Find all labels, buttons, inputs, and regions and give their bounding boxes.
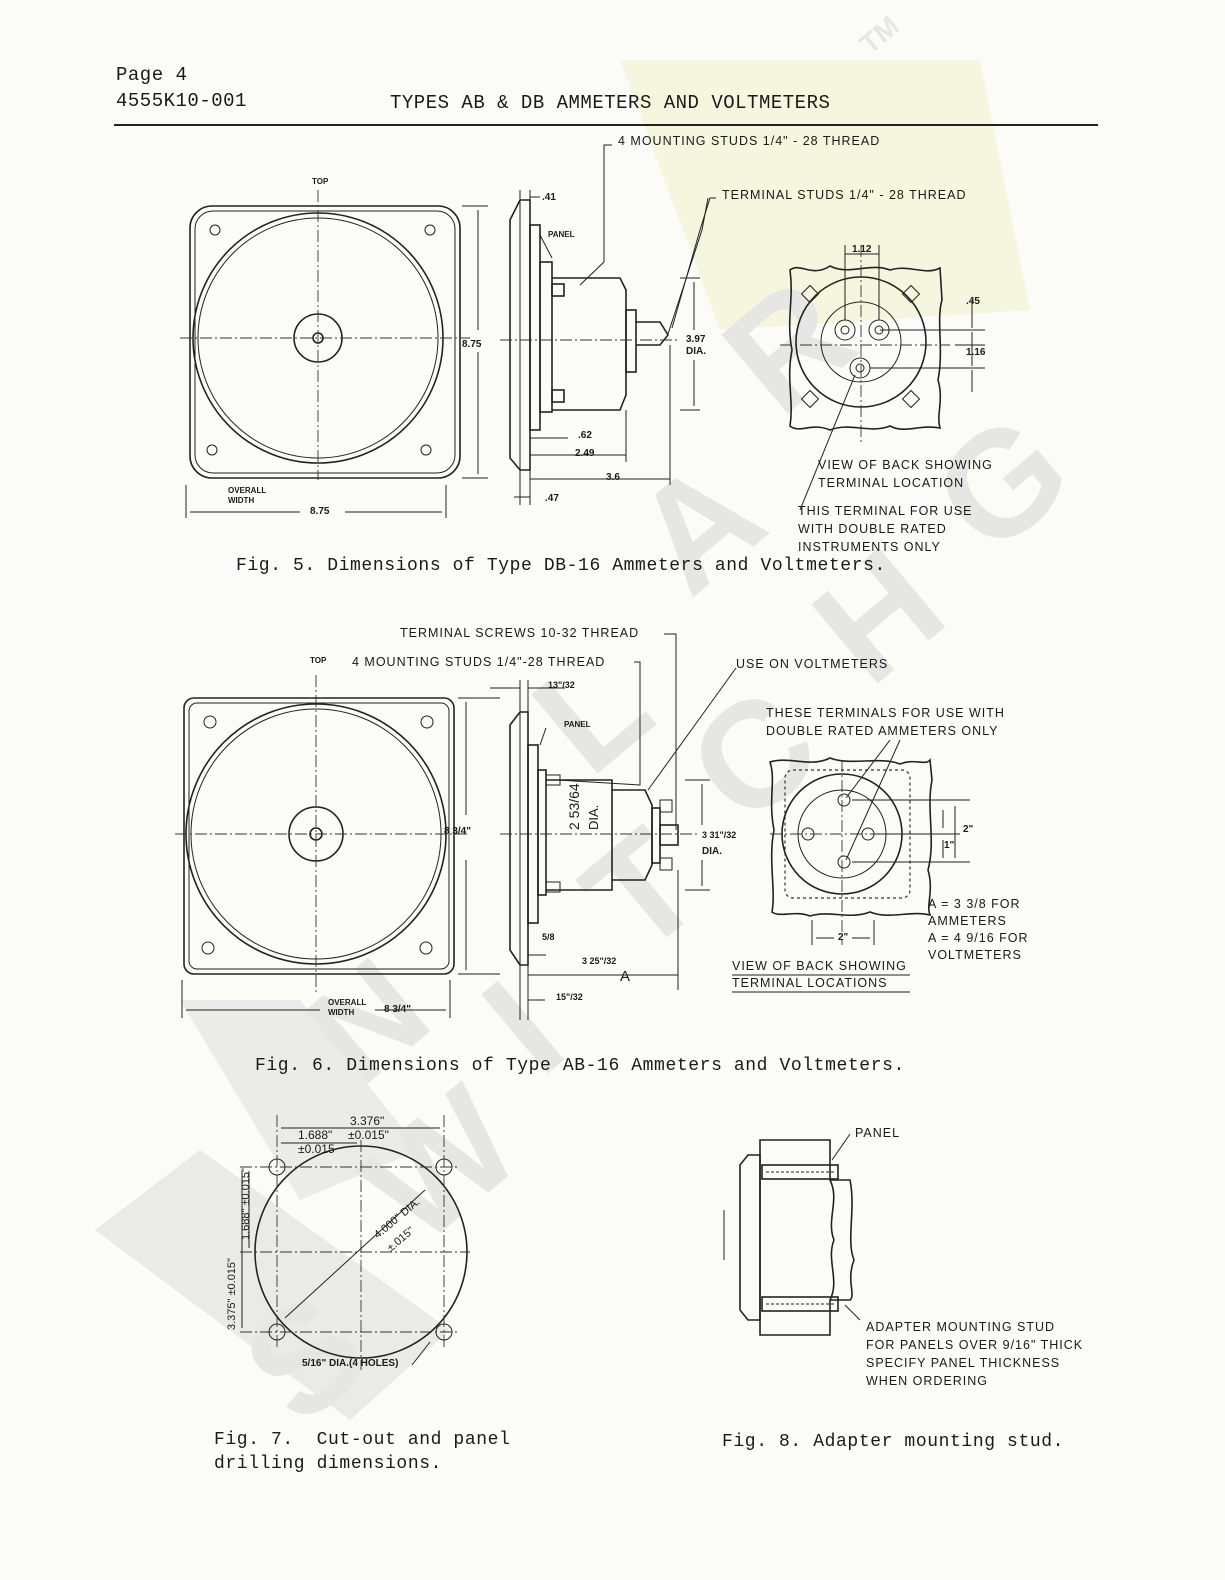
fig6-dim-32532: 3 25"/32 [582,956,617,966]
fig6-callout-mounting-studs: 4 MOUNTING STUDS 1/4"-28 THREAD [352,655,606,669]
fig7-dim-1688: 1.688" [298,1128,333,1142]
fig6-dim-33132: 3 31"/32 [702,830,737,840]
fig6-dim-1in: 1" [944,840,955,851]
fig6-dim-1332: 13"/32 [548,680,575,690]
fig5-callout-mounting-studs: 4 MOUNTING STUDS 1/4" - 28 THREAD [618,134,881,148]
fig5-dim-height: 8.75 [462,339,482,350]
fig7-holes-label: 5/16" DIA.(4 HOLES) [302,1358,399,1369]
fig5-panel-label: PANEL [548,230,575,239]
fig6-dim-1532: 15"/32 [556,992,583,1002]
fig8-caption: Fig. 8. Adapter mounting stud. [722,1432,1065,1452]
fig5-view-back-label: VIEW OF BACK SHOWING TERMINAL LOCATION [818,458,993,490]
fig5-dim-width: 8.75 [310,506,330,517]
fig6-dim-width: 8 3/4" [384,1004,411,1015]
page-number: Page 4 [116,64,188,86]
fig5-top-label: TOP [312,177,329,186]
header-rule [114,124,1098,126]
fig6-dim-2in-bottom: 2" [838,932,849,943]
fig5-dim-62: .62 [578,430,592,441]
fig5-dim-45: .45 [966,296,980,307]
fig8-note: ADAPTER MOUNTING STUD FOR PANELS OVER 9/… [866,1320,1084,1388]
fig5-dim-41: .41 [542,192,556,203]
fig6-callout-voltmeters: USE ON VOLTMETERS [736,657,889,671]
fig5-dim-249: 2.49 [575,448,595,459]
fig6-dim-height: 8 3/4" [444,826,471,837]
fig5-dim-dia: DIA. [686,346,706,357]
fig6-top-label: TOP [310,656,327,665]
fig5-caption: Fig. 5. Dimensions of Type DB-16 Ammeter… [236,556,886,576]
fig5-overall-width-label: OVERALL WIDTH [228,486,267,505]
fig6-double-rated-note: THESE TERMINALS FOR USE WITH DOUBLE RATE… [766,706,1005,738]
fig6-view-back-label: VIEW OF BACK SHOWING TERMINAL LOCATIONS [732,959,907,990]
fig6-dim-58: 5/8 [542,932,555,942]
fig5-dim-112: 1.12 [852,244,872,255]
fig6-callout-terminal-screws: TERMINAL SCREWS 10-32 THREAD [400,626,640,640]
fig6-dim-dia: DIA. [702,846,722,857]
document-number: 4555K10-001 [116,90,247,112]
fig6-dim-A: A [620,968,631,985]
fig5-dim-36: 3.6 [606,472,620,483]
fig6-panel-label: PANEL [564,720,591,729]
fig5-dim-47: .47 [545,493,559,504]
fig7-dim-015b: ±0.015 [298,1142,335,1156]
fig5-terminal-note: THIS TERMINAL FOR USE WITH DOUBLE RATED … [798,504,973,554]
fig6-caption: Fig. 6. Dimensions of Type AB-16 Ammeter… [255,1056,905,1076]
fig5-dim-397: 3.97 [686,334,706,345]
fig5-callout-terminal-studs: TERMINAL STUDS 1/4" - 28 THREAD [722,188,967,202]
fig7-dim-015a: ±0.015" [348,1128,389,1142]
fig6-dim-2in: 2" [963,824,974,835]
fig6-a-note: A = 3 3/8 FOR AMMETERS A = 4 9/16 FOR VO… [928,897,1029,962]
fig7-dim-3376: 3.376" [350,1114,385,1128]
fig6-overall-width-label: OVERALL WIDTH [328,998,367,1017]
fig8-panel-label: PANEL [855,1126,901,1140]
page-title: TYPES AB & DB AMMETERS AND VOLTMETERS [390,92,831,114]
fig7-caption: Fig. 7. Cut-out and panel drilling dimen… [214,1430,511,1474]
fig5-dim-116: 1.16 [966,347,986,358]
